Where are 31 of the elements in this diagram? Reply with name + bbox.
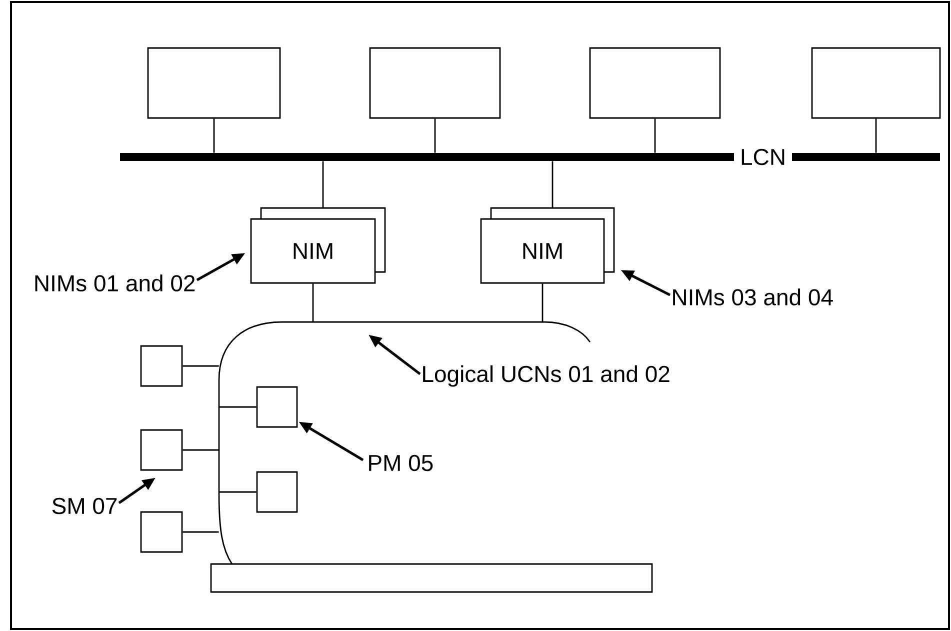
connector-line (312, 284, 314, 322)
connector-line (213, 118, 215, 153)
callout-label: NIMs 01 and 02 (35, 274, 195, 292)
stacked-module-box: NIM (250, 207, 386, 284)
station-box (369, 47, 501, 119)
connector-line (218, 406, 256, 408)
callout-label: SM 07 (52, 498, 117, 514)
connector-line (434, 118, 436, 153)
connector-line (654, 118, 656, 153)
station-box (147, 47, 281, 119)
module-box (140, 345, 183, 387)
module-box (256, 386, 298, 428)
module-box (140, 429, 183, 471)
station-box (589, 47, 721, 119)
station-box (811, 47, 941, 119)
connector-line (218, 491, 256, 493)
connector-line (552, 161, 554, 208)
connector-line (182, 449, 219, 451)
connector-line (182, 365, 219, 367)
callout-label: Logical UCNs 01 and 02 (423, 365, 670, 387)
connector-line (182, 531, 219, 533)
callout-label: NIMs 03 and 04 (673, 288, 833, 306)
bus-label: LCN (734, 148, 792, 166)
connector-line (322, 161, 324, 208)
module-box (256, 471, 298, 513)
module-box (140, 511, 183, 553)
stacked-module-box: NIM (480, 207, 615, 284)
callout-label: PM 05 (369, 454, 433, 472)
connector-line (542, 284, 544, 322)
connector-line (875, 118, 877, 153)
base-bar (210, 563, 653, 593)
